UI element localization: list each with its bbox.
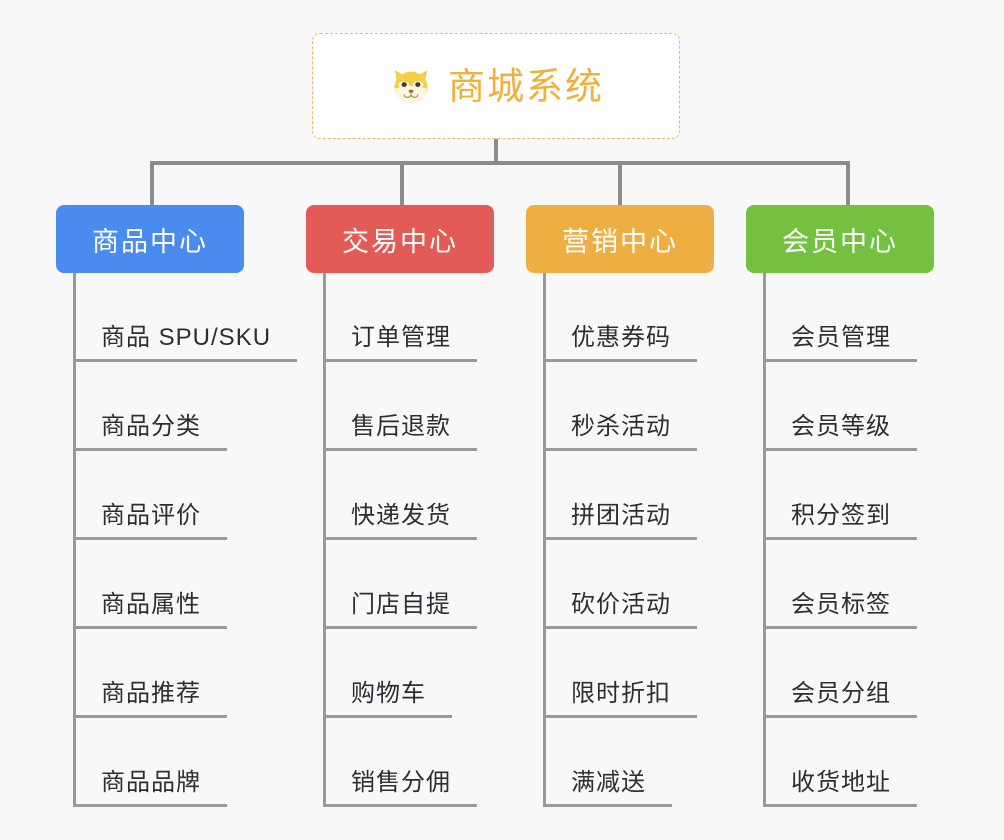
leaf-label: 购物车 <box>323 679 452 718</box>
leaf-label: 商品品牌 <box>73 768 227 807</box>
category-header-label-1: 商品中心 <box>92 226 208 257</box>
category-header-label-3: 营销中心 <box>562 226 678 257</box>
connector-drop-2 <box>400 161 404 207</box>
list-item[interactable]: 购物车 <box>306 629 526 718</box>
leaf-label: 会员管理 <box>763 323 917 362</box>
category-header-1[interactable]: 商品中心 <box>56 205 244 273</box>
list-item[interactable]: 商品分类 <box>56 362 306 451</box>
category-header-label-2: 交易中心 <box>342 226 458 257</box>
list-item[interactable]: 收货地址 <box>746 718 966 807</box>
root-title: 商城系统 <box>448 65 604 107</box>
list-item[interactable]: 积分签到 <box>746 451 966 540</box>
leaf-list-2: 订单管理 售后退款 快递发货 门店自提 购物车 销售分佣 <box>306 273 526 807</box>
list-item[interactable]: 售后退款 <box>306 362 526 451</box>
leaf-label: 收货地址 <box>763 768 917 807</box>
list-item[interactable]: 商品属性 <box>56 540 306 629</box>
connector-drop-1 <box>150 161 154 207</box>
leaf-label: 积分签到 <box>763 501 917 540</box>
connector-drop-4 <box>846 161 850 207</box>
list-item[interactable]: 优惠券码 <box>526 273 746 362</box>
list-item[interactable]: 限时折扣 <box>526 629 746 718</box>
leaf-label: 优惠券码 <box>543 323 697 362</box>
list-item[interactable]: 砍价活动 <box>526 540 746 629</box>
category-header-2[interactable]: 交易中心 <box>306 205 494 273</box>
connector-bus-line <box>150 161 850 165</box>
list-item[interactable]: 拼团活动 <box>526 451 746 540</box>
list-item[interactable]: 会员分组 <box>746 629 966 718</box>
root-node[interactable]: 商城系统 <box>312 33 680 139</box>
list-item[interactable]: 商品 SPU/SKU <box>56 273 306 362</box>
category-header-4[interactable]: 会员中心 <box>746 205 934 273</box>
leaf-label: 秒杀活动 <box>543 412 697 451</box>
leaf-list-1: 商品 SPU/SKU 商品分类 商品评价 商品属性 商品推荐 商品品牌 <box>56 273 306 807</box>
category-column-商品中心: 商品中心 商品 SPU/SKU 商品分类 商品评价 商品属性 商品推荐 商品品牌 <box>56 205 306 807</box>
connector-drop-3 <box>618 161 622 207</box>
leaf-label: 快递发货 <box>323 501 477 540</box>
leaf-label: 会员标签 <box>763 590 917 629</box>
category-column-交易中心: 交易中心 订单管理 售后退款 快递发货 门店自提 购物车 销售分佣 <box>306 205 526 807</box>
leaf-label: 销售分佣 <box>323 768 477 807</box>
leaf-label: 商品分类 <box>73 412 227 451</box>
list-item[interactable]: 会员标签 <box>746 540 966 629</box>
list-item[interactable]: 满减送 <box>526 718 746 807</box>
leaf-label: 满减送 <box>543 768 672 807</box>
list-item[interactable]: 商品推荐 <box>56 629 306 718</box>
leaf-list-3: 优惠券码 秒杀活动 拼团活动 砍价活动 限时折扣 满减送 <box>526 273 746 807</box>
list-item[interactable]: 门店自提 <box>306 540 526 629</box>
list-item[interactable]: 快递发货 <box>306 451 526 540</box>
leaf-label: 商品评价 <box>73 501 227 540</box>
root-stem-line <box>494 139 498 165</box>
leaf-list-4: 会员管理 会员等级 积分签到 会员标签 会员分组 收货地址 <box>746 273 966 807</box>
list-item[interactable]: 商品品牌 <box>56 718 306 807</box>
leaf-label: 售后退款 <box>323 412 477 451</box>
leaf-label: 商品推荐 <box>73 679 227 718</box>
list-item[interactable]: 会员管理 <box>746 273 966 362</box>
list-item[interactable]: 订单管理 <box>306 273 526 362</box>
shiba-dog-face-icon <box>394 70 428 104</box>
leaf-label: 商品属性 <box>73 590 227 629</box>
list-item[interactable]: 销售分佣 <box>306 718 526 807</box>
category-header-3[interactable]: 营销中心 <box>526 205 714 273</box>
leaf-label: 拼团活动 <box>543 501 697 540</box>
list-item[interactable]: 会员等级 <box>746 362 966 451</box>
leaf-label: 砍价活动 <box>543 590 697 629</box>
leaf-label: 会员等级 <box>763 412 917 451</box>
leaf-label: 限时折扣 <box>543 679 697 718</box>
list-item[interactable]: 秒杀活动 <box>526 362 746 451</box>
list-item[interactable]: 商品评价 <box>56 451 306 540</box>
leaf-label: 门店自提 <box>323 590 477 629</box>
leaf-label: 订单管理 <box>323 323 477 362</box>
leaf-label: 会员分组 <box>763 679 917 718</box>
category-column-营销中心: 营销中心 优惠券码 秒杀活动 拼团活动 砍价活动 限时折扣 满减送 <box>526 205 746 807</box>
category-column-会员中心: 会员中心 会员管理 会员等级 积分签到 会员标签 会员分组 收货地址 <box>746 205 966 807</box>
leaf-label: 商品 SPU/SKU <box>73 323 298 362</box>
category-header-label-4: 会员中心 <box>782 226 898 257</box>
